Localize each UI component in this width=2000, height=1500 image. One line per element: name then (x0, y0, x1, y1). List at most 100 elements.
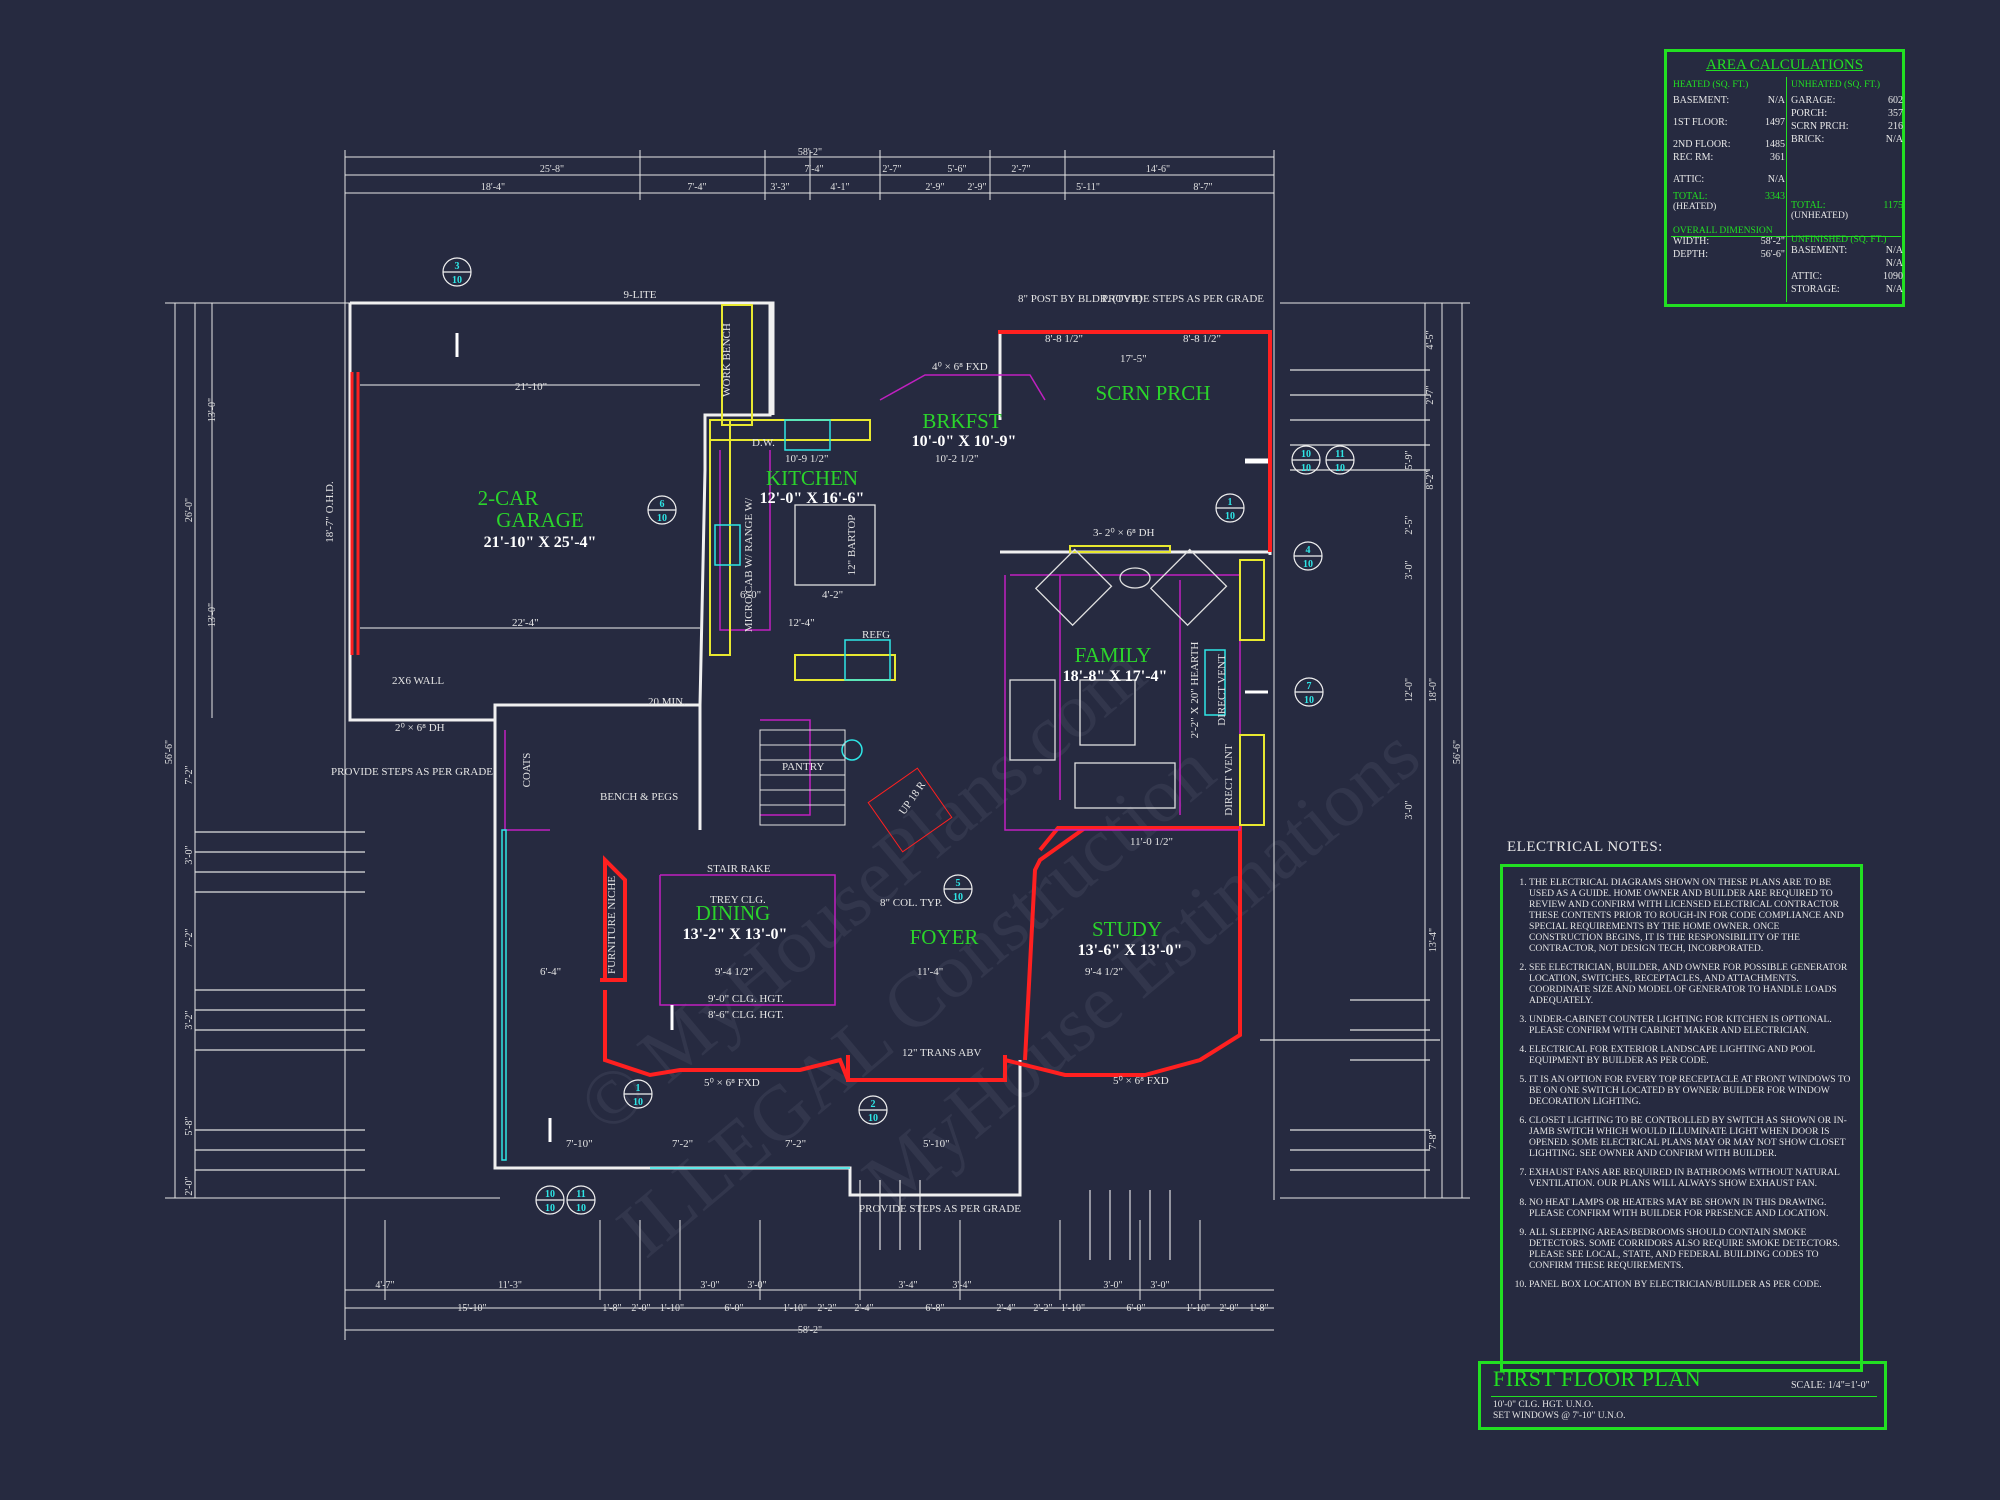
garage-label-2: GARAGE (496, 508, 584, 532)
dim-label: 7'-2" (184, 928, 195, 947)
total-key: TOTAL: (1673, 191, 1708, 202)
dim-label: 22'-4" (512, 617, 539, 629)
dim-label: 14'-6" (1146, 164, 1170, 175)
tag-sheet: 10 (1303, 559, 1313, 570)
dim-label: 6'-4" (540, 966, 561, 978)
area-value: 1497 (1765, 117, 1785, 128)
dim-label: 5'-6" (947, 164, 966, 175)
electrical-note: Closet lighting to be controlled by swit… (1529, 1115, 1852, 1159)
area-row: PORCH:357 (1791, 108, 1903, 121)
dim-label: 8'-2" (1425, 470, 1436, 489)
dim-label: 2'-9" (967, 182, 986, 193)
area-value: 602 (1888, 95, 1903, 106)
kitchen-label: KITCHEN (766, 466, 858, 490)
dim-label: 9'-4 1/2" (715, 966, 753, 978)
area-row: 2ND FLOOR:1485 (1673, 139, 1785, 152)
tag-sheet: 10 (545, 1203, 555, 1214)
electrical-note: Exhaust fans are required in bathrooms w… (1529, 1167, 1852, 1189)
brkfst-label: BRKFST (922, 409, 1002, 433)
area-value: 361 (1770, 152, 1785, 163)
dim-label: 3'-3" (770, 182, 789, 193)
dim-label: 8'-8 1/2" (1183, 333, 1221, 345)
dim-label: 5'-8" (184, 1116, 195, 1135)
furniture-niche-label: FURNITURE NICHE (606, 876, 618, 974)
area-value: N/A (1885, 258, 1903, 269)
tag-number: 6 (660, 499, 665, 510)
dim-label: 2'-0" (184, 1176, 195, 1195)
dim-label: 3'-0" (1404, 560, 1415, 579)
overall-right-dim: 56'-6" (1452, 740, 1463, 764)
area-key: STORAGE: (1791, 284, 1840, 295)
annotations: 9-LITE WORK BENCH 18'-7" O.H.D. 2X6 WALL… (324, 289, 1264, 1215)
dim-label: 6'-0" (740, 589, 761, 601)
study-dim: 13'-6" X 13'-0" (1078, 942, 1183, 959)
dim-label: 8'-7" (1193, 182, 1212, 193)
unfinished-header: UNFINISHED (SQ. FT.) (1791, 235, 1887, 245)
garage-label-1: 2-CAR (478, 486, 539, 510)
area-row: BASEMENT:N/A (1791, 245, 1903, 258)
plan-note-1: 10'-0" CLG. HGT. U.N.O. (1493, 1400, 1594, 1410)
tag-number: 3 (455, 261, 460, 272)
dw-label: D.W. (752, 437, 775, 449)
microwave-label: MICRO/CAB W/ RANGE W/ (743, 497, 755, 632)
dim-label: 2'-0" (631, 1303, 650, 1314)
electrical-note: Under-cabinet counter lighting for kitch… (1529, 1014, 1852, 1036)
dim-label: 7'-2" (672, 1138, 693, 1150)
area-row: DEPTH:56'-6" (1673, 249, 1785, 262)
work-bench-label: WORK BENCH (721, 323, 733, 397)
electrical-note: All sleeping areas/bedrooms should conta… (1529, 1227, 1852, 1271)
dim-label: 13'-4" (1428, 928, 1439, 952)
dim-label: 3'-2" (184, 1010, 195, 1029)
area-row: SCRN PRCH:216 (1791, 121, 1903, 134)
area-value: 1485 (1765, 139, 1785, 150)
heated-column: HEATED (SQ. FT.) BASEMENT:N/A 1ST FLOOR:… (1673, 80, 1785, 262)
electrical-notes-title: ELECTRICAL NOTES: (1507, 839, 1663, 855)
dim-label: 21'-10" (515, 381, 547, 393)
overall-dimensions: 58'-2" 58'-2" 56'-6" 56'-6" (164, 147, 1463, 1336)
area-row: STORAGE:N/A (1791, 284, 1903, 297)
dim-label: 3'-4" (952, 1280, 971, 1291)
dim-label: 6'-8" (925, 1303, 944, 1314)
tag-number: 2 (871, 1099, 876, 1110)
dim-label: 11'-4" (917, 966, 943, 978)
dim-label: 10'-9 1/2" (785, 453, 828, 465)
tag-number: 11 (1335, 449, 1344, 460)
coats-label: COATS (521, 753, 533, 788)
dim-label: 7'-2" (785, 1138, 806, 1150)
area-value: 58'-2" (1760, 236, 1785, 247)
dim-label: 1'-10" (783, 1303, 807, 1314)
electrical-note: It is an option for every top receptacle… (1529, 1074, 1852, 1107)
direct-vent-1: DIRECT VENT (1216, 654, 1228, 726)
tag-number: 10 (545, 1189, 555, 1200)
dining-label: DINING (696, 901, 771, 925)
area-value: N/A (1767, 174, 1785, 185)
dim-label: 25'-8" (540, 164, 564, 175)
dim-label: 2'-7" (1011, 164, 1030, 175)
total-key: TOTAL: (1791, 200, 1826, 211)
dim-label: 7'-8" (1428, 1130, 1439, 1149)
dim-label: 5'-10" (923, 1138, 950, 1150)
dim-label: 1'-10" (1186, 1303, 1210, 1314)
col-label: 8" COL. TYP. (880, 897, 943, 909)
overall-bottom-dim: 58'-2" (798, 1325, 822, 1336)
dim-label: 15'-10" (457, 1303, 486, 1314)
tag-number: 1 (636, 1083, 641, 1094)
electrical-note: Panel box location by electrician/builde… (1529, 1279, 1852, 1290)
fxd-study-label: 5⁰ × 6⁸ FXD (1113, 1075, 1169, 1087)
ohd-label: 18'-7" O.H.D. (324, 481, 336, 543)
area-key: BASEMENT: (1673, 95, 1730, 106)
area-row: BASEMENT:N/A (1673, 95, 1785, 108)
area-key: ATTIC: (1791, 271, 1823, 282)
dim-label: 2'-7" (882, 164, 901, 175)
total-sub: (UNHEATED) (1791, 211, 1848, 221)
area-calculations-box: AREA CALCULATIONS HEATED (SQ. FT.) BASEM… (1664, 49, 1905, 307)
fixtures-cyan (501, 419, 1226, 1169)
electrical-note: No heat lamps or heaters may be shown in… (1529, 1197, 1852, 1219)
front-walls-red (600, 330, 1272, 1082)
dim-label: 9'-4 1/2" (1085, 966, 1123, 978)
tag-number: 4 (1306, 545, 1311, 556)
dim-label: 5'-9" (1404, 450, 1415, 469)
area-key: BRICK: (1791, 134, 1825, 145)
study-label: STUDY (1092, 917, 1162, 941)
